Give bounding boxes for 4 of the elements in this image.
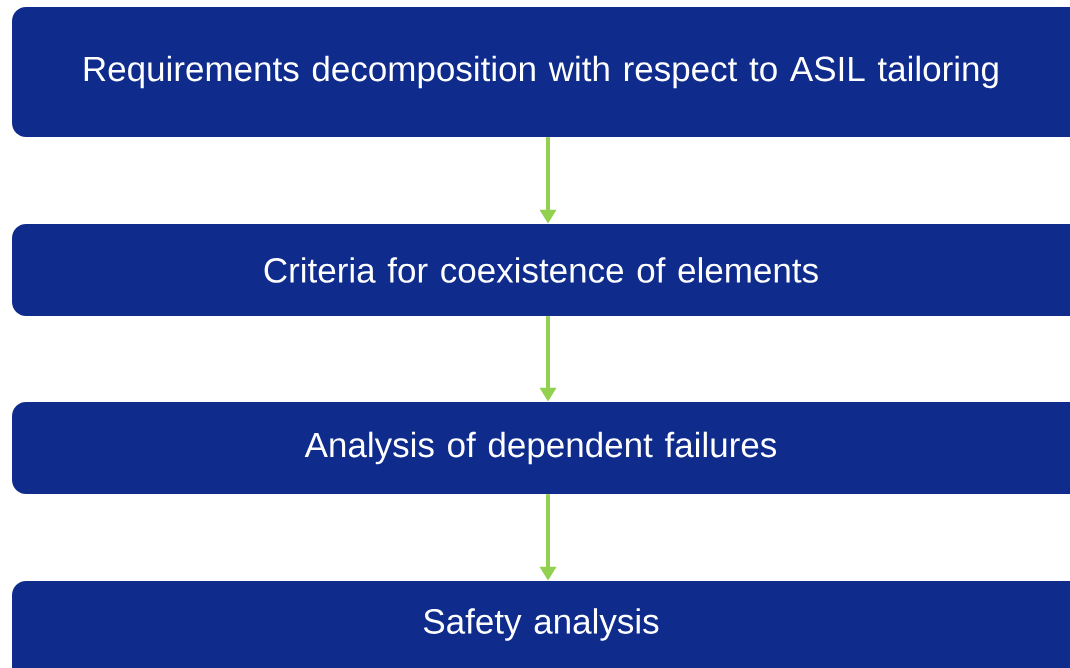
process-box: Criteria for coexistence of elements <box>12 224 1070 316</box>
process-box: Requirements decomposition with respect to ASIL tailoring <box>12 7 1070 137</box>
process-box: Analysis of dependent failures <box>12 402 1070 494</box>
process-box: Safety analysis <box>12 581 1070 668</box>
